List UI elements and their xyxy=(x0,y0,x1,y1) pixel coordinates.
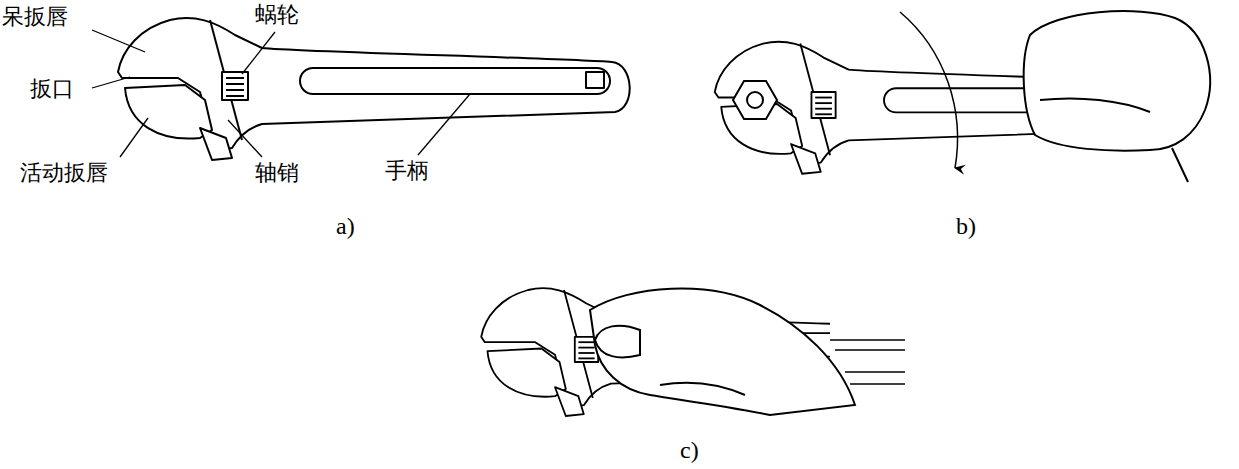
part-name: 手柄 xyxy=(385,158,429,184)
figure-label: a) xyxy=(336,212,355,241)
part-name: 活动扳唇 xyxy=(20,160,108,186)
part-name: 呆扳唇 xyxy=(2,4,68,30)
part-name: 轴销 xyxy=(255,160,299,186)
figure-label: b) xyxy=(956,212,976,241)
part-name: 扳口 xyxy=(30,76,74,102)
figure-label: c) xyxy=(680,436,699,465)
part-name: 蜗轮 xyxy=(255,2,299,28)
